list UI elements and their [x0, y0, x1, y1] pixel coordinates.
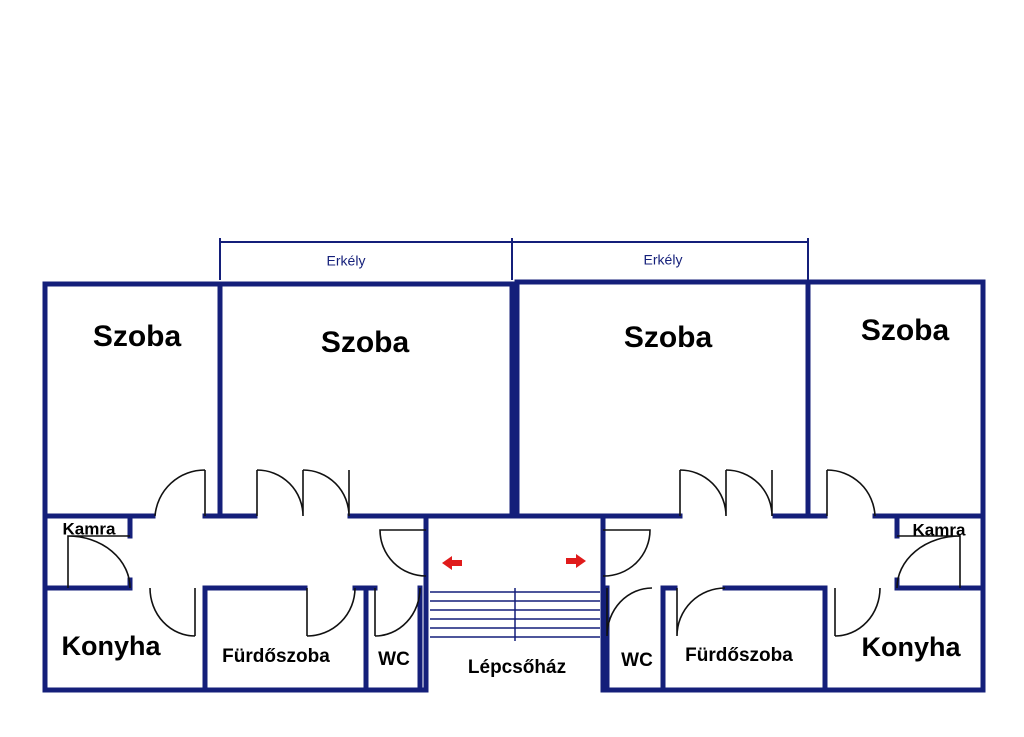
room-label-right-outer: Szoba [861, 314, 950, 347]
bathroom-label-left: Fürdőszoba [222, 646, 330, 667]
staircase-label: Lépcsőház [468, 657, 566, 678]
wc-label-right: WC [621, 650, 653, 671]
direction-arrows [442, 554, 586, 570]
balcony-left-label: Erkély [327, 253, 366, 269]
outer-walls [42, 279, 986, 693]
pantry-label-left: Kamra [63, 519, 116, 538]
doors-right [602, 469, 961, 637]
room-label-right-inner: Szoba [624, 321, 713, 354]
arrow-right-icon [566, 554, 586, 568]
room-label-left-inner: Szoba [321, 326, 410, 359]
balcony-right-label: Erkély [644, 252, 683, 268]
kitchen-label-right: Konyha [861, 632, 961, 662]
interior-walls-left [42, 281, 429, 693]
interior-walls-right [514, 279, 986, 693]
doors-left [67, 469, 427, 637]
balcony-outline [219, 238, 809, 280]
bathroom-label-right: Fürdőszoba [685, 645, 793, 666]
pantry-label-right: Kamra [913, 520, 966, 539]
arrow-left-icon [442, 556, 462, 570]
kitchen-label-left: Konyha [61, 631, 161, 661]
staircase-structure [423, 513, 606, 693]
room-label-left-outer: Szoba [93, 320, 182, 353]
wc-label-left: WC [378, 649, 410, 670]
